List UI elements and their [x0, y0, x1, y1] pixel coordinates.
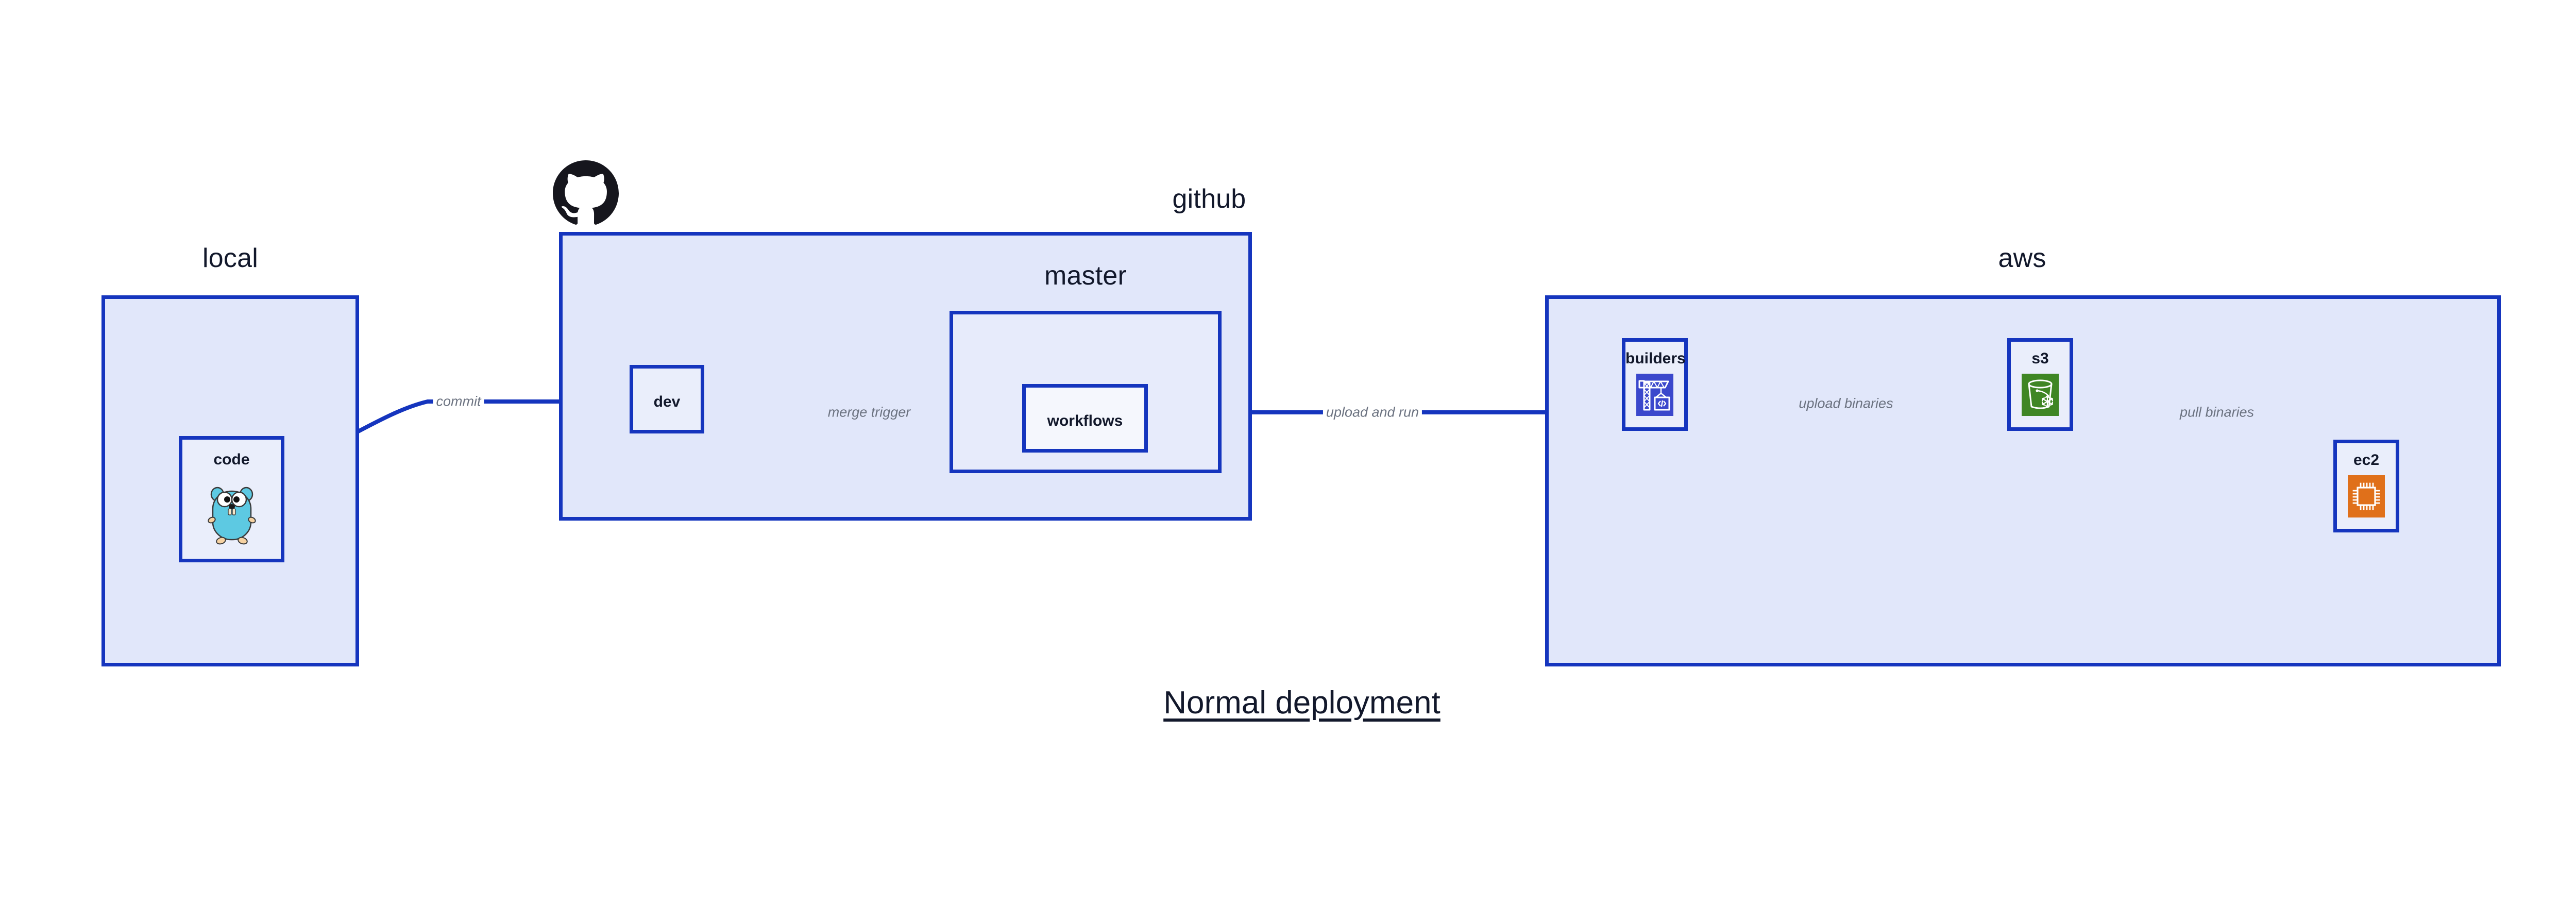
aws-codebuild-crane-icon: [1636, 374, 1673, 416]
github-octocat-icon: [553, 160, 619, 226]
aws-ec2-chip-icon: [2348, 475, 2385, 517]
edge-label-commit: commit: [433, 393, 484, 410]
node-label-builders: builders: [1625, 350, 1686, 367]
node-label-s3: s3: [2031, 350, 2049, 367]
edge-label-pull-binaries: pull binaries: [2176, 404, 2258, 421]
node-label-code: code: [213, 451, 250, 468]
node-dev[interactable]: dev: [630, 365, 704, 433]
node-s3[interactable]: s3: [2007, 338, 2073, 431]
edge-label-merge-trigger: merge trigger: [824, 404, 914, 421]
edge-label-upload-binaries: upload binaries: [1795, 395, 1896, 412]
group-label-local: local: [202, 243, 258, 273]
node-label-dev: dev: [653, 393, 681, 410]
node-code[interactable]: code: [179, 436, 284, 562]
node-label-ec2: ec2: [2353, 452, 2380, 469]
node-builders[interactable]: builders: [1622, 338, 1688, 431]
subgroup-label-master: master: [1044, 261, 1127, 291]
aws-s3-bucket-snowflake-icon: [2022, 374, 2059, 416]
group-label-aws: aws: [1998, 243, 2046, 273]
group-label-github: github: [1172, 184, 1246, 214]
node-workflows[interactable]: workflows: [1022, 384, 1148, 453]
diagram-title: Normal deployment: [1163, 685, 1440, 721]
node-ec2[interactable]: ec2: [2333, 440, 2399, 532]
edge-label-upload-and-run: upload and run: [1323, 404, 1422, 421]
go-gopher-icon: [204, 480, 260, 547]
node-label-workflows: workflows: [1047, 412, 1123, 429]
